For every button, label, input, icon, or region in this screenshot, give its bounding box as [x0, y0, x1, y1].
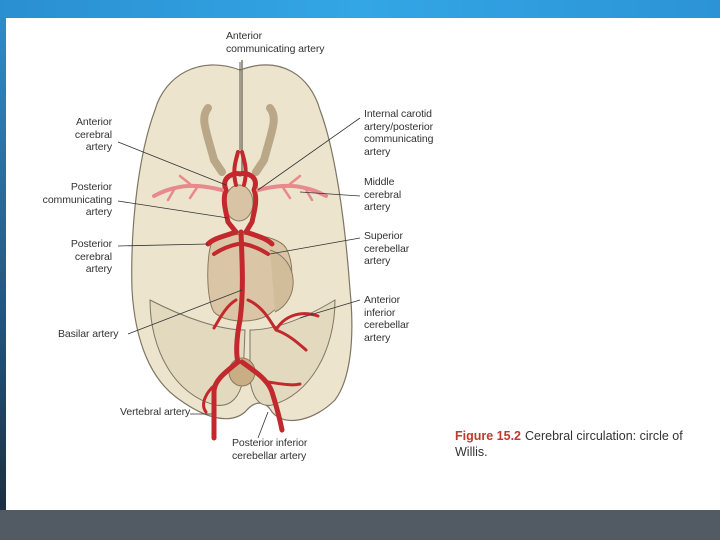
- caption-text-line2: Willis.: [455, 445, 488, 459]
- label-anterior-communicating: Anterior communicating artery: [226, 30, 324, 55]
- label-internal-carotid: Internal carotid artery/posterior commun…: [364, 108, 433, 158]
- label-posterior-cerebral: Posterior cerebral artery: [40, 238, 112, 276]
- label-middle-cerebral: Middle cerebral artery: [364, 176, 401, 214]
- caption-text: Cerebral circulation: circle of: [525, 429, 683, 443]
- figure-caption: Figure 15.2 Cerebral circulation: circle …: [455, 428, 683, 460]
- figure-number: Figure 15.2: [455, 429, 521, 443]
- label-basilar: Basilar artery: [58, 328, 118, 341]
- label-pica: Posterior inferior cerebellar artery: [232, 437, 307, 462]
- optic-chiasm: [225, 185, 253, 221]
- label-vertebral: Vertebral artery: [120, 406, 190, 419]
- label-posterior-communicating: Posterior communicating artery: [30, 181, 112, 219]
- label-aica: Anterior inferior cerebellar artery: [364, 294, 409, 344]
- label-anterior-cerebral: Anterior cerebral artery: [40, 116, 112, 154]
- label-superior-cerebellar: Superior cerebellar artery: [364, 230, 409, 268]
